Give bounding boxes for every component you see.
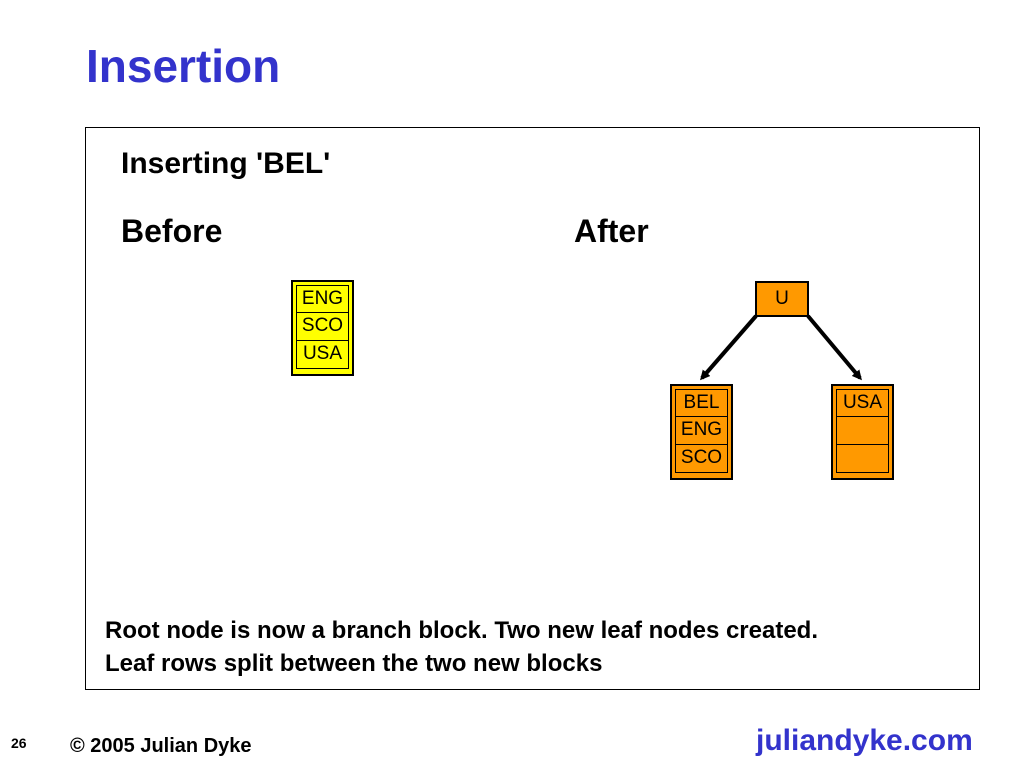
left-leaf-row: SCO bbox=[675, 445, 728, 473]
slide-title: Insertion bbox=[86, 40, 281, 92]
left-leaf-block: BEL ENG SCO bbox=[670, 384, 733, 480]
root-row: U bbox=[775, 288, 789, 309]
right-leaf-row bbox=[836, 417, 889, 445]
before-row: USA bbox=[296, 341, 349, 369]
caption-line-1: Root node is now a branch block. Two new… bbox=[105, 617, 819, 644]
left-leaf-row: BEL bbox=[675, 389, 728, 417]
subtitle: Inserting 'BEL' bbox=[121, 147, 331, 180]
content-frame bbox=[85, 127, 980, 690]
right-leaf-block: USA bbox=[831, 384, 894, 480]
before-row: SCO bbox=[296, 313, 349, 341]
after-label: After bbox=[574, 213, 649, 249]
right-leaf-row bbox=[836, 445, 889, 473]
before-label: Before bbox=[121, 213, 223, 249]
left-leaf-row: ENG bbox=[675, 417, 728, 445]
before-row: ENG bbox=[296, 285, 349, 313]
brand-link[interactable]: juliandyke.com bbox=[756, 724, 973, 757]
caption: Root node is now a branch block. Two new… bbox=[105, 614, 818, 680]
before-block: ENG SCO USA bbox=[291, 280, 354, 376]
caption-line-2: Leaf rows split between the two new bloc… bbox=[105, 650, 603, 677]
page-number: 26 bbox=[11, 735, 27, 751]
copyright: © 2005 Julian Dyke bbox=[70, 735, 252, 757]
root-branch-block: U bbox=[755, 281, 809, 317]
right-leaf-row: USA bbox=[836, 389, 889, 417]
